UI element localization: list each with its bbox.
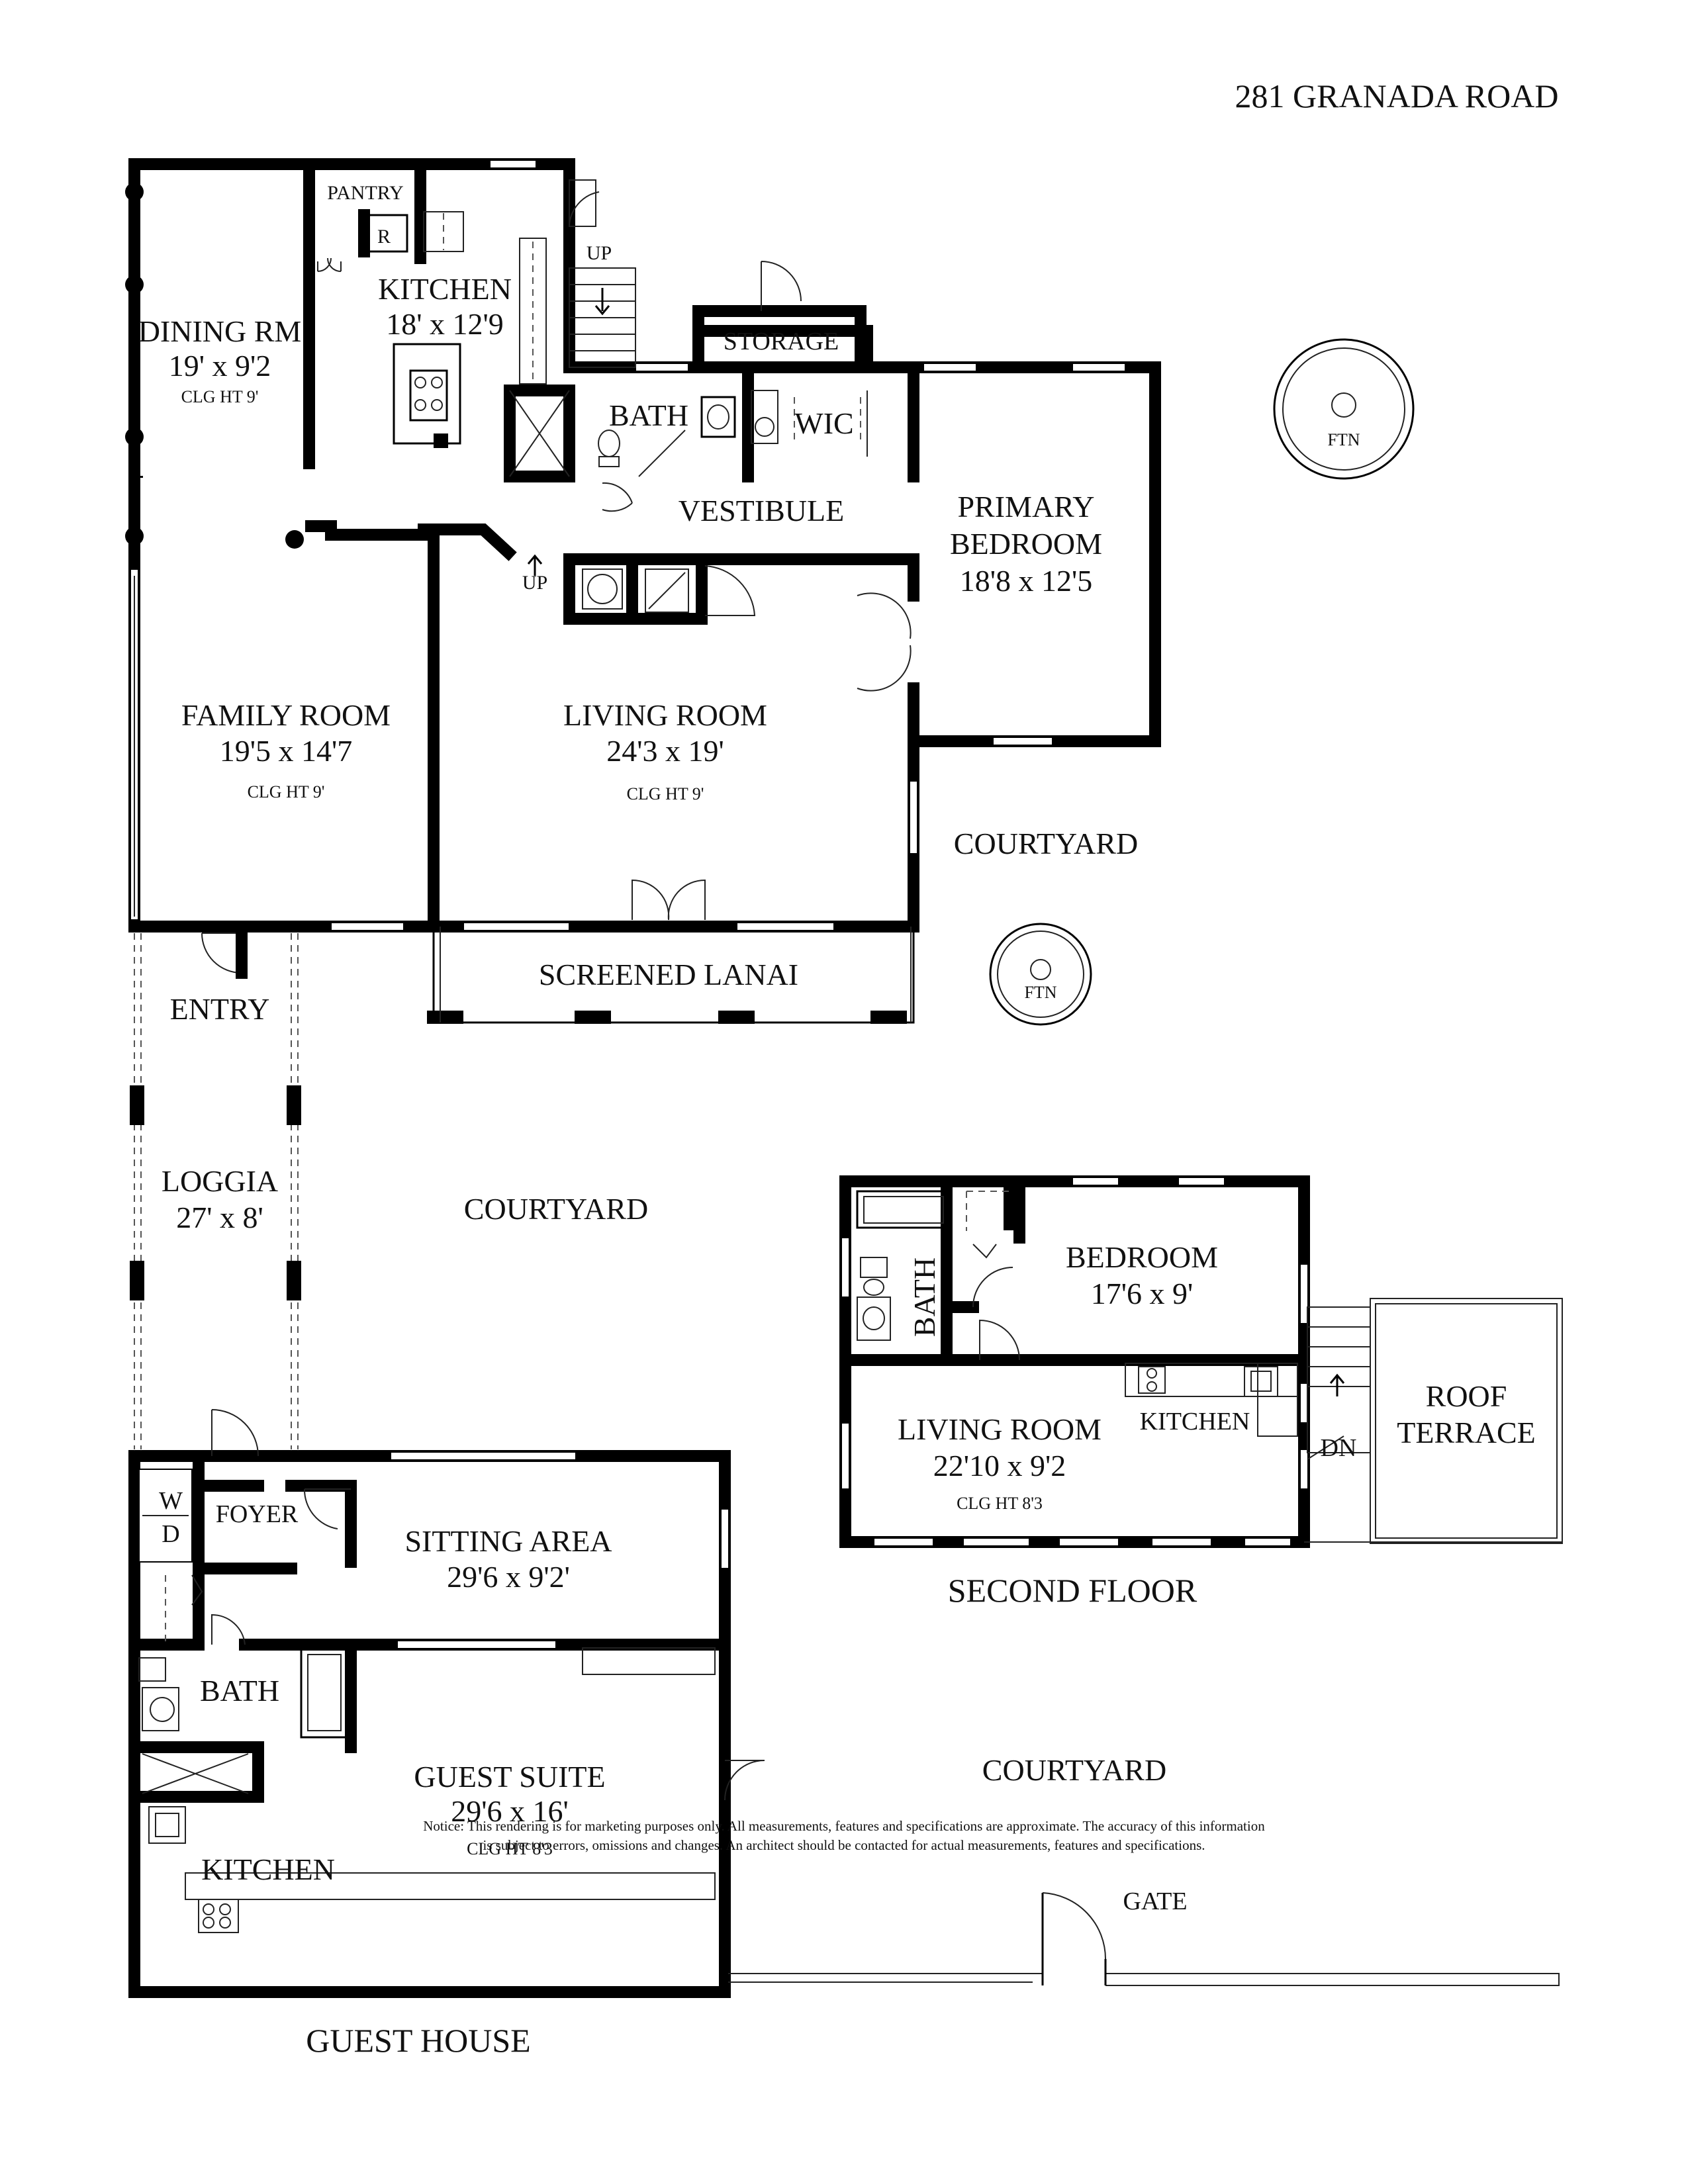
second-floor-bedroom-size: 17'6 x 9': [1091, 1277, 1194, 1310]
guest-suite-size: 29'6 x 16': [451, 1794, 569, 1828]
courtyard-3-label: COURTYARD: [982, 1753, 1166, 1787]
fountain-middle: [989, 923, 1092, 1026]
storage-label: STORAGE: [724, 328, 839, 355]
dining-size: 19' x 9'2: [169, 349, 271, 383]
second-floor-walls: [839, 1175, 1310, 1548]
foyer-label: FOYER: [216, 1500, 299, 1528]
stairs-up-living-label: UP: [522, 572, 547, 594]
wic-label: WIC: [794, 406, 853, 440]
entry-label: ENTRY: [170, 992, 270, 1026]
guest-suite-ceiling: CLG HT 8'3: [467, 1839, 553, 1858]
second-floor-bedroom-label: BEDROOM: [1066, 1240, 1218, 1274]
main-bath-fixtures: [509, 390, 868, 477]
courtyard-gate-wall: [728, 1892, 1560, 1986]
primary-bedroom-line1: PRIMARY: [957, 490, 1094, 523]
guest-house-windows: [138, 1409, 765, 1933]
kitchen-fixtures: [317, 167, 600, 448]
primary-bedroom-line2: BEDROOM: [950, 527, 1102, 561]
lanai: [427, 879, 915, 1024]
courtyard-1-label: COURTYARD: [954, 827, 1138, 860]
living-room-label: LIVING ROOM: [563, 698, 767, 732]
primary-bedroom-size: 18'8 x 12'5: [960, 564, 1093, 598]
second-floor-living-label: LIVING ROOM: [898, 1412, 1102, 1446]
disclaimer-notice: Notice: This rendering is for marketing …: [0, 1817, 1688, 1855]
notice-line-1: Notice: This rendering is for marketing …: [423, 1818, 1265, 1834]
second-floor-fixtures: [856, 1190, 1371, 1460]
second-floor-windows: [841, 1177, 1309, 1547]
roof-terrace-line2: TERRACE: [1397, 1416, 1536, 1449]
address-title: 281 GRANADA ROAD: [1235, 77, 1559, 114]
dryer-label: D: [162, 1520, 179, 1548]
sitting-area-label: SITTING AREA: [404, 1524, 612, 1558]
kitchen-size: 18' x 12'9: [386, 307, 504, 341]
guest-suite-label: GUEST SUITE: [414, 1760, 605, 1794]
loggia-size: 27' x 8': [176, 1201, 263, 1234]
roof-terrace-outline: [1304, 1298, 1563, 1544]
fountain-top: [1273, 338, 1415, 480]
stairs-up-main-label: UP: [586, 242, 612, 264]
guest-bath-label: BATH: [200, 1674, 279, 1707]
washer-label: W: [159, 1487, 183, 1515]
guest-kitchen-label: KITCHEN: [201, 1852, 335, 1886]
kitchen-island: [393, 343, 461, 445]
second-floor-living-ceiling: CLG HT 8'3: [957, 1494, 1043, 1513]
vestibule-label: VESTIBULE: [679, 494, 844, 527]
pantry-label: PANTRY: [327, 182, 404, 204]
courtyard-2-label: COURTYARD: [464, 1192, 648, 1226]
roof-terrace-line1: ROOF: [1426, 1379, 1507, 1413]
refrigerator-label: R: [377, 226, 391, 248]
dining-ceiling: CLG HT 9': [181, 387, 259, 406]
living-room-ceiling: CLG HT 9': [627, 784, 704, 803]
main-stairs: [569, 261, 867, 373]
dining-columns: [125, 183, 304, 549]
sitting-area-size: 29'6 x 9'2': [447, 1560, 570, 1594]
screened-lanai-label: SCREENED LANAI: [539, 958, 798, 991]
living-room-size: 24'3 x 19': [606, 734, 724, 768]
family-room-label: FAMILY ROOM: [181, 698, 391, 732]
family-room-ceiling: CLG HT 9': [248, 782, 325, 801]
stairs-down-label: DN: [1321, 1434, 1357, 1462]
fountain-top-label: FTN: [1327, 430, 1360, 449]
second-floor-living-size: 22'10 x 9'2: [933, 1449, 1066, 1482]
kitchen-label: KITCHEN: [378, 272, 512, 306]
loggia: [130, 921, 301, 1449]
vestibule-fixtures: [527, 482, 912, 692]
notice-line-2: is subject to errors, omissions and chan…: [483, 1837, 1205, 1853]
guest-house-label: GUEST HOUSE: [306, 2022, 530, 2059]
gate-label: GATE: [1123, 1888, 1187, 1915]
second-floor-label: SECOND FLOOR: [948, 1572, 1197, 1609]
second-floor-bath-label: BATH: [908, 1257, 941, 1337]
loggia-label: LOGGIA: [162, 1164, 278, 1198]
second-floor-kitchen-label: KITCHEN: [1140, 1408, 1250, 1435]
dining-label: DINING RM: [138, 314, 302, 348]
bath-main-label: BATH: [609, 398, 688, 432]
family-room-size: 19'5 x 14'7: [220, 734, 353, 768]
fountain-mid-label: FTN: [1024, 983, 1056, 1002]
